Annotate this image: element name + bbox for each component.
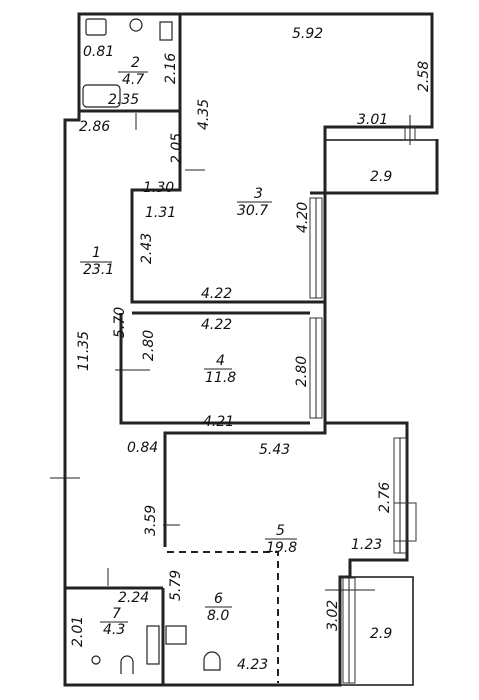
walls [63, 12, 439, 687]
sink-small-icon [120, 655, 134, 674]
room4-right-wall [310, 300, 327, 423]
dim-2-80-right: 2.80 [294, 356, 310, 387]
dim-3-59: 3.59 [143, 505, 159, 536]
sink-icon [129, 18, 143, 32]
stove-icon [146, 625, 160, 665]
dim-2-01: 2.01 [70, 616, 86, 647]
dim-4-22-bottom: 4.22 [201, 317, 232, 333]
room3-right-wall [310, 191, 327, 302]
room7-wall [63, 588, 165, 687]
dim-2-16: 2.16 [163, 53, 179, 84]
bathroom-wall [77, 12, 182, 113]
room-7-area: 4.3 [103, 622, 125, 638]
room-4-number: 4 [216, 353, 225, 369]
room-2-area: 4.7 [122, 72, 144, 88]
room6-zone [167, 551, 279, 683]
room-labels: 1 23.1 2 4.7 3 30.7 4 11.8 5 19.8 6 8.0 … [80, 55, 297, 638]
dim-5-79: 5.79 [168, 570, 184, 601]
room-1-area: 23.1 [83, 262, 114, 278]
dim-2-86: 2.86 [79, 119, 110, 135]
dim-1-30: 1.30 [143, 180, 174, 196]
room-1-number: 1 [92, 245, 101, 261]
room-6-number: 6 [214, 591, 223, 607]
room-3-area: 30.7 [237, 203, 268, 219]
room-4-area: 11.8 [205, 370, 236, 386]
room-5-number: 5 [276, 523, 285, 539]
dim-2-24: 2.24 [118, 590, 149, 606]
dim-0-84: 0.84 [127, 440, 158, 456]
dim-3-01: 3.01 [357, 112, 388, 128]
room-3-number: 3 [254, 186, 263, 202]
room-6-area: 8.0 [207, 608, 229, 624]
dim-5-43: 5.43 [259, 442, 290, 458]
dim-2-43: 2.43 [139, 233, 155, 264]
dim-4-21: 4.21 [203, 414, 234, 430]
dim-3-02: 3.02 [325, 600, 341, 631]
dim-1-23: 1.23 [351, 537, 382, 553]
window-room5-bay [393, 502, 417, 542]
dim-2-9-bottom: 2.9 [370, 626, 392, 642]
dim-2-05: 2.05 [169, 133, 185, 164]
fixtures [50, 18, 411, 674]
dim-1-31: 1.31 [145, 205, 176, 221]
dim-2-35: 2.35 [108, 92, 139, 108]
dim-2-80-left: 2.80 [141, 330, 157, 361]
dim-2-9-top: 2.9 [370, 169, 392, 185]
dim-2-76: 2.76 [377, 482, 393, 513]
room-2-number: 2 [131, 55, 140, 71]
dim-5-92: 5.92 [292, 26, 323, 42]
toilet-small-icon [91, 655, 101, 665]
dimension-labels: 5.92 2.58 0.81 2.16 2.35 2.86 4.35 2.05 … [70, 26, 432, 673]
balcony-top [324, 139, 438, 194]
dim-4-22-top: 4.22 [201, 286, 232, 302]
washer-icon [159, 21, 173, 41]
windows [309, 126, 417, 684]
dim-4-35: 4.35 [196, 99, 212, 130]
kitchen-unit-icon [165, 625, 187, 645]
balcony-bottom [339, 576, 414, 686]
dim-4-23: 4.23 [237, 657, 268, 673]
room-5-area: 19.8 [266, 540, 297, 556]
dim-11-35: 11.35 [76, 331, 92, 371]
sink-kitchen-icon [203, 651, 221, 671]
bathtub-icon [82, 84, 121, 108]
toilet-icon [85, 18, 107, 36]
dim-2-58: 2.58 [416, 61, 432, 92]
dim-4-20: 4.20 [295, 202, 311, 233]
room3-partition [130, 165, 310, 304]
room-7-number: 7 [112, 606, 121, 622]
dim-5-70: 5.70 [112, 307, 128, 338]
room4-wall [119, 313, 310, 425]
left-outer-wall [63, 111, 81, 588]
dim-0-81: 0.81 [83, 44, 114, 60]
